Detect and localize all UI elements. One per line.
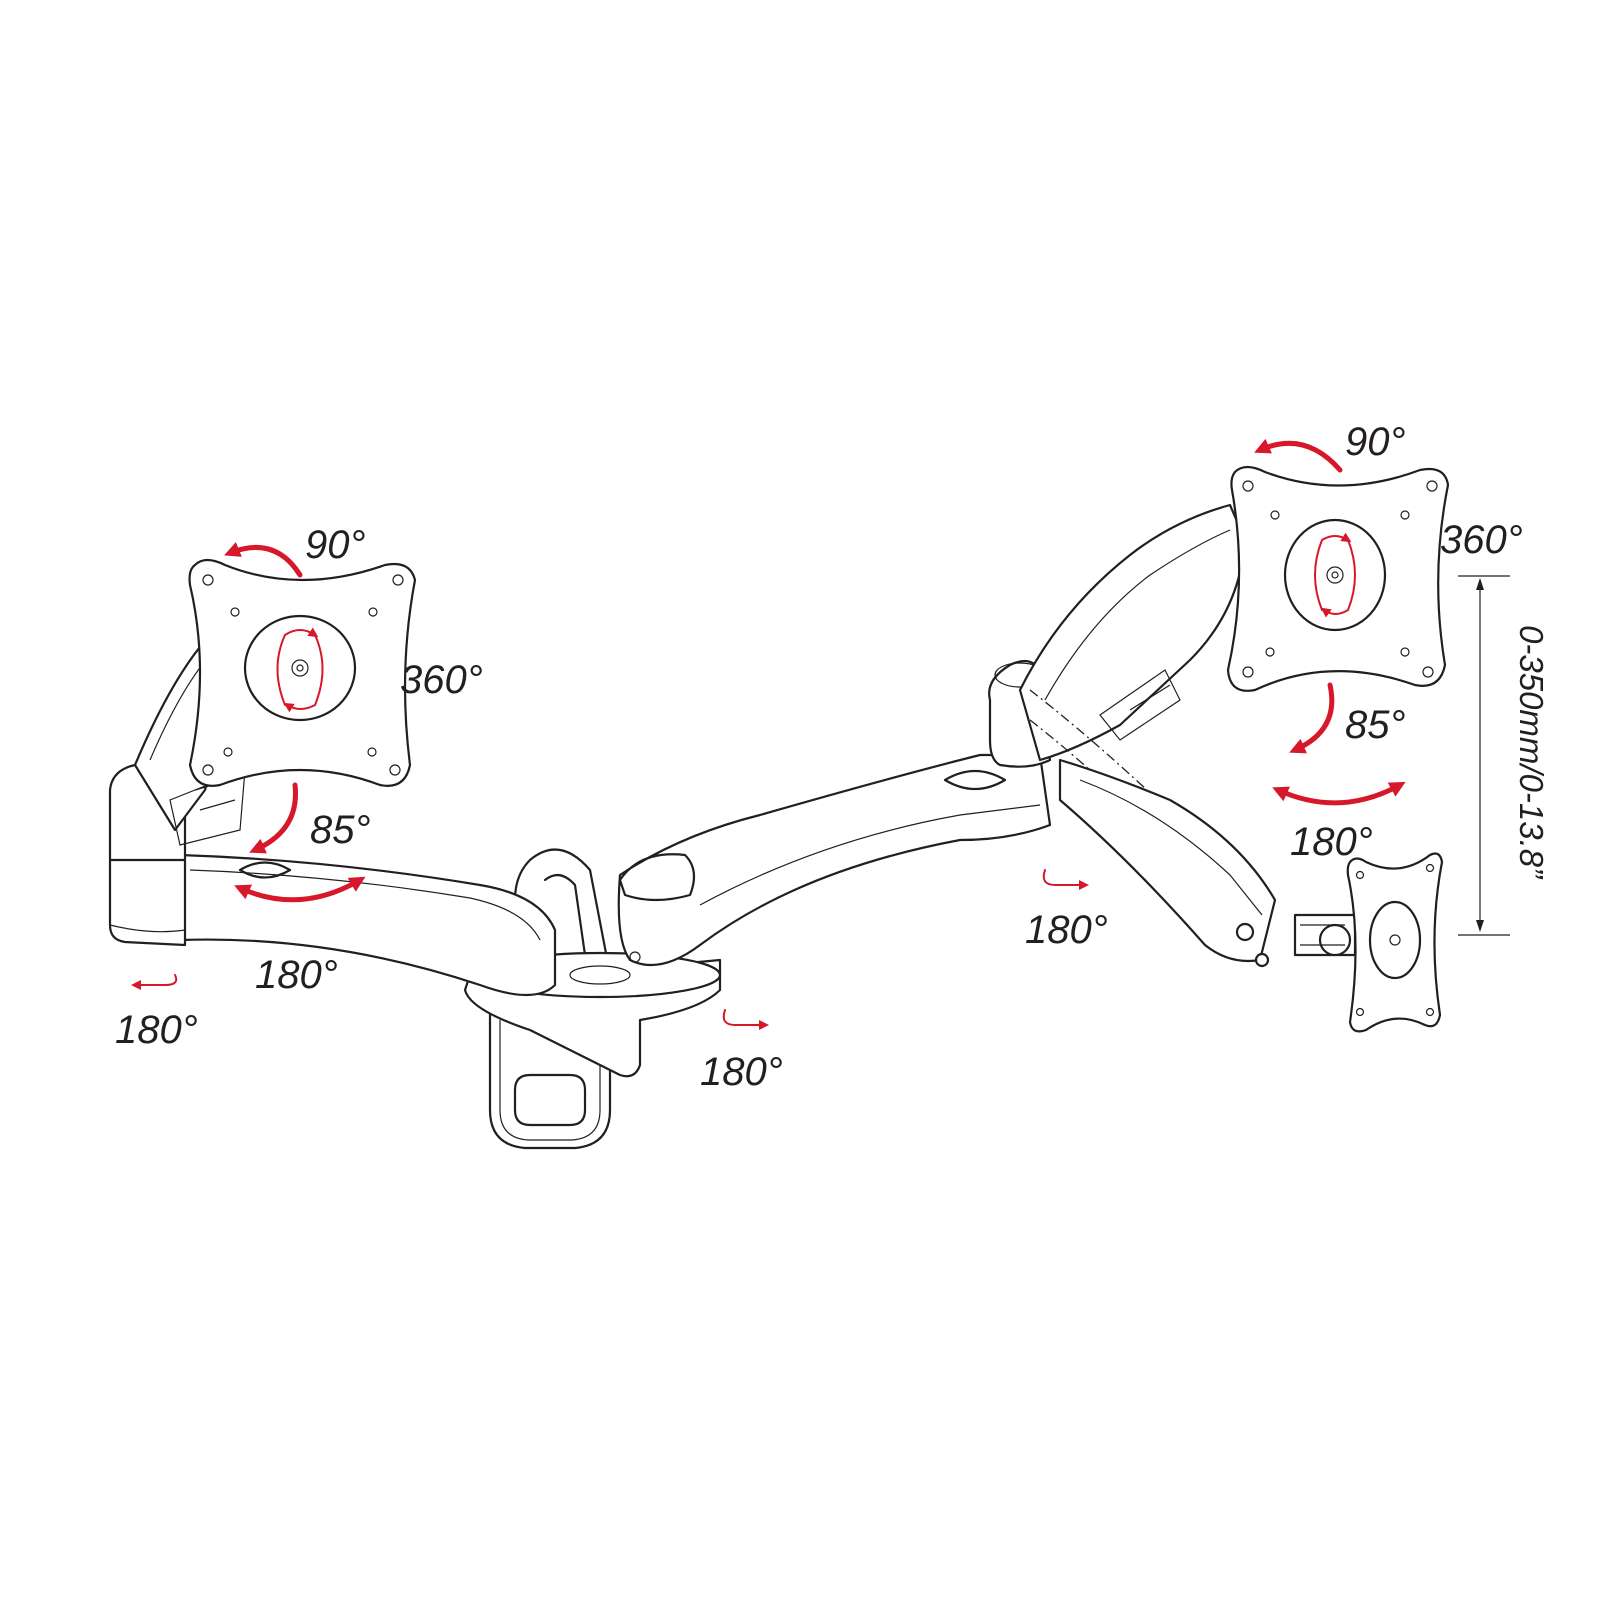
motion-arrows (131, 438, 1406, 1030)
left-rotate-arrow-a (276, 627, 319, 706)
center-long-arm (617, 753, 1052, 967)
left-vesa-plate (188, 558, 417, 787)
label-right-swivel: 85° (1345, 703, 1406, 747)
label-center-swivel: 180° (700, 1050, 783, 1094)
right-vesa-plate-lowered (1346, 852, 1444, 1033)
label-right-rotate: 360° (1440, 518, 1523, 562)
label-left-rotate: 360° (400, 658, 483, 702)
right-tilt-arrow (1254, 438, 1343, 473)
center-swivel-arrow (722, 1009, 769, 1030)
label-height-range: 0-350mm/0-13.8” (1513, 625, 1550, 880)
height-dimension (1458, 575, 1510, 936)
label-right-arm-swivel: 180° (1290, 820, 1373, 864)
left-end-swivel-arrow (131, 974, 178, 990)
left-rotate-arrow-b (283, 634, 324, 713)
right-rotate-arrow-b (1320, 539, 1356, 618)
angle-labels: 90° 360° 85° 180° 180° 180° 180° 90° 360… (115, 420, 1550, 1094)
label-left-tilt: 90° (305, 523, 366, 567)
label-left-swivel: 85° (310, 808, 371, 852)
right-rotate-arrow-a (1314, 532, 1352, 611)
right-arm-lowered (1029, 689, 1357, 968)
right-arm-upper (1018, 503, 1247, 762)
label-right-elbow-swivel: 180° (1025, 908, 1108, 952)
left-tilt-arrow (224, 542, 303, 578)
right-arm-swivel-arrow (1272, 781, 1406, 806)
right-vesa-plate (1226, 465, 1450, 692)
right-elbow-swivel-arrow (1042, 869, 1089, 890)
label-right-tilt: 90° (1345, 420, 1406, 464)
label-left-end-swivel: 180° (115, 1008, 198, 1052)
label-left-arm-swivel: 180° (255, 953, 338, 997)
left-arm-inner (178, 853, 557, 997)
left-arm-swivel-arrow (234, 876, 366, 903)
right-swivel-arrow (1289, 682, 1335, 754)
left-swivel-arrow (249, 782, 298, 854)
